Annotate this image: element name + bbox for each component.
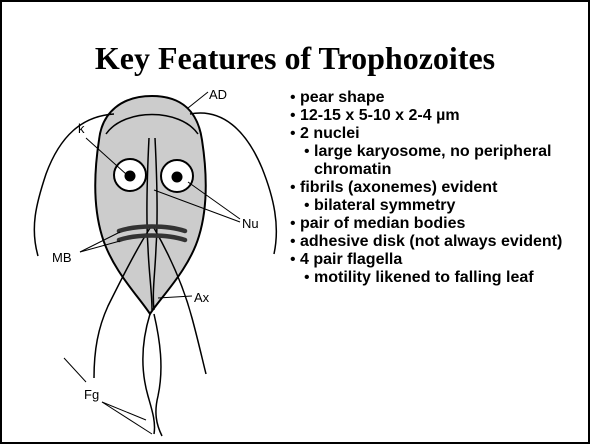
feature-list: pear shape 12-15 x 5-10 x 2-4 µm 2 nucle… — [290, 89, 588, 287]
sub-bullet-item: motility likened to falling leaf — [304, 269, 588, 287]
bullet-item: pear shape — [290, 89, 588, 107]
label-nu: Nu — [242, 216, 259, 231]
label-ax: Ax — [194, 290, 210, 305]
sub-bullet-item: bilateral symmetry — [304, 197, 588, 215]
label-k: k — [78, 121, 85, 136]
bullet-item: adhesive disk (not always evident) — [290, 233, 588, 251]
bullet-item: 4 pair flagella — [290, 251, 588, 269]
label-ad: AD — [209, 87, 227, 102]
leader-fg-1 — [102, 402, 146, 420]
label-mb: MB — [52, 250, 72, 265]
nucleus-right — [161, 160, 193, 192]
posterior-flagellum-1 — [143, 314, 155, 434]
bullet-item: 2 nuclei — [290, 125, 588, 143]
sub-bullet-item: large karyosome, no peripheral chromatin — [304, 143, 588, 179]
leader-ad — [188, 92, 208, 108]
leader-fg-2 — [102, 402, 152, 434]
bullet-item: fibrils (axonemes) evident — [290, 179, 588, 197]
bullet-item: 12-15 x 5-10 x 2-4 µm — [290, 107, 588, 125]
bullet-item: pair of median bodies — [290, 215, 588, 233]
leader-fg-3 — [64, 358, 86, 382]
nucleus-left — [114, 159, 146, 191]
slide-title: Key Features of Trophozoites — [2, 40, 588, 76]
label-fg: Fg — [84, 387, 99, 402]
posterior-flagellum-2 — [154, 314, 162, 436]
trophozoite-diagram: AD k Nu MB Ax Fg — [2, 78, 292, 438]
